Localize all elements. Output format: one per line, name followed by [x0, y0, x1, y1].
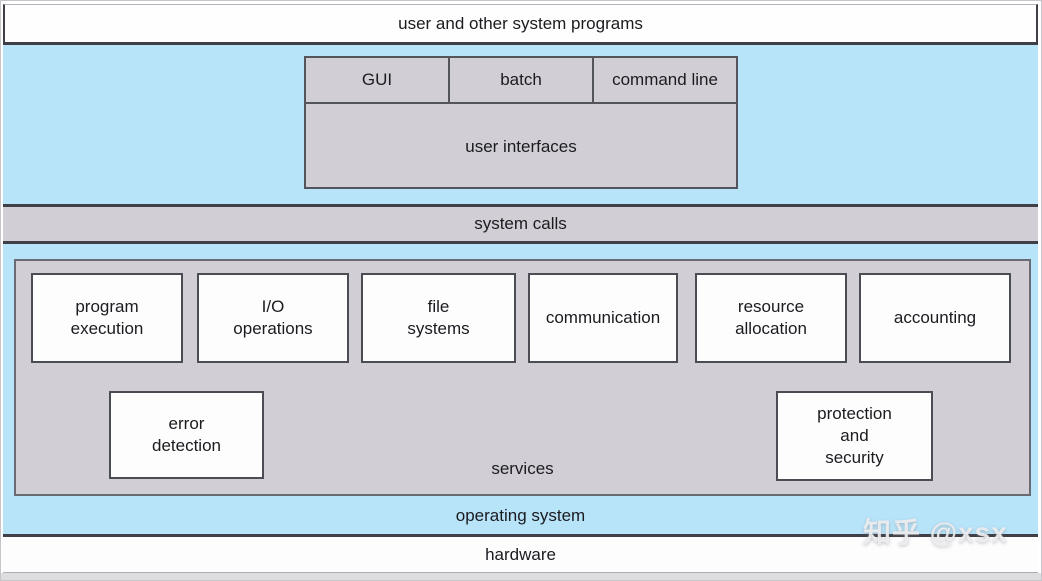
- service-box-communication: communication: [528, 273, 678, 363]
- watermark: 知乎 @xsx: [863, 517, 1008, 548]
- hardware-label: hardware: [485, 544, 556, 564]
- ui-cell-gui: GUI: [306, 58, 450, 102]
- ui-cell-batch: batch: [450, 58, 594, 102]
- user-interface-types-row: GUI batch command line: [306, 58, 736, 104]
- service-box-program-execution: program execution: [31, 273, 183, 363]
- service-box-accounting: accounting: [859, 273, 1011, 363]
- user-interfaces-box: GUI batch command line user interfaces: [304, 56, 738, 189]
- system-calls-label: system calls: [474, 214, 567, 233]
- batch-label: batch: [500, 70, 542, 89]
- command-line-label: command line: [612, 70, 718, 89]
- gui-label: GUI: [361, 70, 393, 89]
- user-interfaces-label: user interfaces: [465, 136, 577, 156]
- system-calls-band: system calls: [3, 204, 1038, 244]
- operating-system-band: operating system: [3, 498, 1038, 537]
- service-box-protection-security: protection and security: [776, 391, 933, 481]
- services-label: services: [491, 459, 554, 478]
- service-box-resource-allocation: resource allocation: [695, 273, 847, 363]
- service-box-io-operations: I/O operations: [197, 273, 349, 363]
- bottom-margin-strip: [1, 573, 1041, 580]
- user-programs-label: user and other system programs: [398, 13, 643, 33]
- operating-system-label: operating system: [455, 506, 586, 525]
- service-box-file-systems: file systems: [361, 273, 516, 363]
- user-programs-band: user and other system programs: [3, 4, 1038, 45]
- service-box-error-detection: error detection: [109, 391, 264, 479]
- hardware-band: hardware: [3, 537, 1038, 573]
- ui-cell-command-line: command line: [594, 58, 736, 102]
